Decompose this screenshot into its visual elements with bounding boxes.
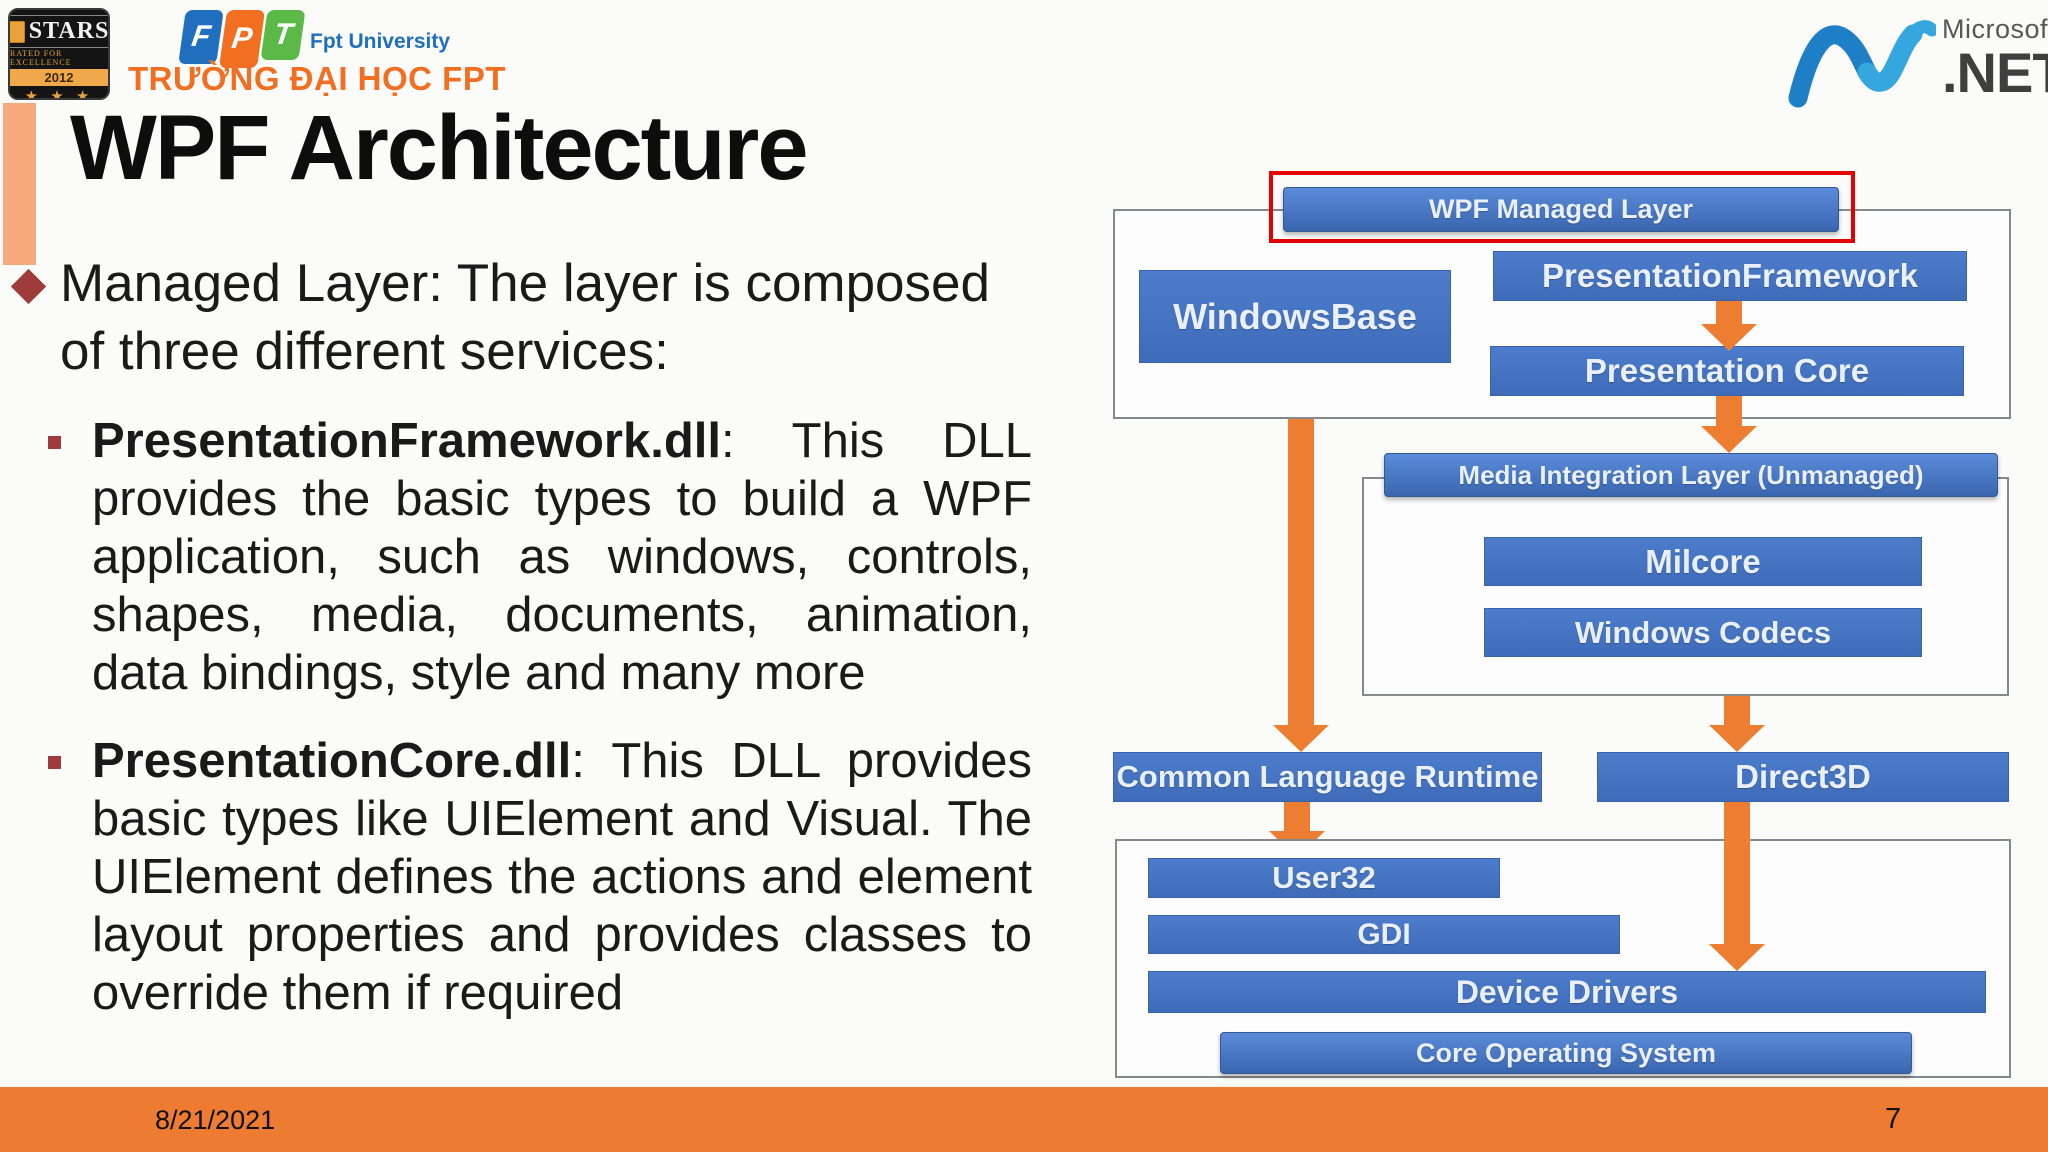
mil-group-box <box>1362 477 2009 696</box>
sub-bullet-presentationframework: PresentationFramework.dll: This DLL prov… <box>92 412 1032 702</box>
diagram-box-core-os: Core Operating System <box>1220 1032 1912 1074</box>
windows-codecs-label: Windows Codecs <box>1574 614 1832 650</box>
arrow-direct3d-to-device-drivers-head <box>1709 944 1765 971</box>
fpt-block-f: F <box>178 10 224 64</box>
arrow-pf-to-pc <box>1716 301 1742 325</box>
user32-label: User32 <box>1272 860 1376 895</box>
presentation-core-label: Presentation Core <box>1584 352 1870 389</box>
bullet-paragraph: Managed Layer: The layer is composed of … <box>60 254 990 381</box>
left-accent-bar <box>3 103 36 265</box>
stars-emblem-icon <box>10 20 25 43</box>
arrow-direct3d-to-device-drivers <box>1724 802 1750 945</box>
footer-date: 8/21/2021 <box>155 1105 276 1135</box>
diamond-bullet-icon <box>10 268 47 305</box>
diagram-box-mil-header: Media Integration Layer (Unmanaged) <box>1384 453 1998 497</box>
diagram-box-clr: Common Language Runtime <box>1113 752 1542 802</box>
windowsbase-label: WindowsBase <box>1173 295 1417 337</box>
clr-label: Common Language Runtime <box>1116 759 1539 794</box>
sub-bullet-bold: PresentationCore.dll <box>92 734 572 788</box>
arrow-mil-to-direct3d <box>1724 696 1750 726</box>
sub-bullet-bold: PresentationFramework.dll <box>92 414 722 468</box>
arrow-mil-to-direct3d-head <box>1709 725 1765 752</box>
diagram-box-presentation-core: Presentation Core <box>1490 346 1964 396</box>
diagram-box-windows-codecs: Windows Codecs <box>1484 608 1922 657</box>
microsoft-dotnet-logo: Microsoft® .NET <box>1786 8 2048 108</box>
diagram-box-device-drivers: Device Drivers <box>1148 971 1986 1013</box>
stars-logo-top: STARS <box>10 15 110 48</box>
footer-page-number: 7 <box>1885 1103 1902 1135</box>
arrow-pc-to-mil <box>1716 396 1742 427</box>
arrow-windowsbase-to-clr-head <box>1273 725 1329 752</box>
device-drivers-label: Device Drivers <box>1455 973 1679 1010</box>
diagram-box-milcore: Milcore <box>1484 537 1922 586</box>
presentationframework-label: PresentationFramework <box>1542 257 1918 294</box>
square-bullet-icon <box>48 436 61 449</box>
page-title: WPF Architecture <box>70 97 808 199</box>
fpt-university-name: TRƯỜNG ĐẠI HỌC FPT <box>128 60 507 97</box>
arrow-pf-to-pc-head <box>1701 324 1757 351</box>
sub-bullet-rest: : This DLL provides basic types like UIE… <box>92 734 1032 1020</box>
arrow-clr-to-user32 <box>1284 802 1310 832</box>
dotnet-label: .NET <box>1942 40 2048 104</box>
diagram-box-direct3d: Direct3D <box>1597 752 2009 802</box>
dotnet-text: Microsoft® .NET <box>1942 13 2048 104</box>
direct3d-label: Direct3D <box>1735 758 1871 795</box>
diagram-box-presentationframework: PresentationFramework <box>1493 251 1967 301</box>
footer-bar <box>0 1087 2048 1152</box>
diagram-box-windowsbase: WindowsBase <box>1139 270 1451 363</box>
diagram-box-user32: User32 <box>1148 858 1500 898</box>
core-os-label: Core Operating System <box>1415 1037 1717 1068</box>
stars-rated-text: RATED FOR EXCELLENCE <box>10 49 72 67</box>
fpt-block-t: T <box>260 10 306 60</box>
fpt-university-logo: F P T Fpt University <box>178 10 451 68</box>
stars-award-logo: STARS RATED FOR EXCELLENCE 2012 ★ ★ ★ <box>8 8 110 100</box>
stars-icons: ★ ★ ★ <box>24 88 94 100</box>
milcore-label: Milcore <box>1645 542 1761 580</box>
sub-bullet-rest: : This DLL provides the basic types to b… <box>92 414 1032 700</box>
diagram-box-gdi: GDI <box>1148 915 1620 954</box>
sub-bullet-presentationcore: PresentationCore.dll: This DLL provides … <box>92 732 1032 1022</box>
square-bullet-icon <box>48 756 61 769</box>
wpf-managed-layer-label: WPF Managed Layer <box>1428 194 1694 224</box>
stars-year: 2012 <box>10 69 108 86</box>
arrow-pc-to-mil-head <box>1701 426 1757 453</box>
highlight-red-box <box>1269 171 1855 243</box>
dotnet-swoosh-icon <box>1788 20 1936 108</box>
fpt-caption: Fpt University <box>310 30 451 53</box>
mil-header-label: Media Integration Layer (Unmanaged) <box>1458 459 1924 490</box>
arrow-windowsbase-to-clr <box>1288 419 1314 726</box>
gdi-label: GDI <box>1357 917 1411 951</box>
microsoft-label: Microsoft® <box>1942 13 2048 44</box>
stars-word: STARS <box>28 18 110 44</box>
diagram-box-wpf-managed-layer: WPF Managed Layer <box>1283 187 1839 232</box>
